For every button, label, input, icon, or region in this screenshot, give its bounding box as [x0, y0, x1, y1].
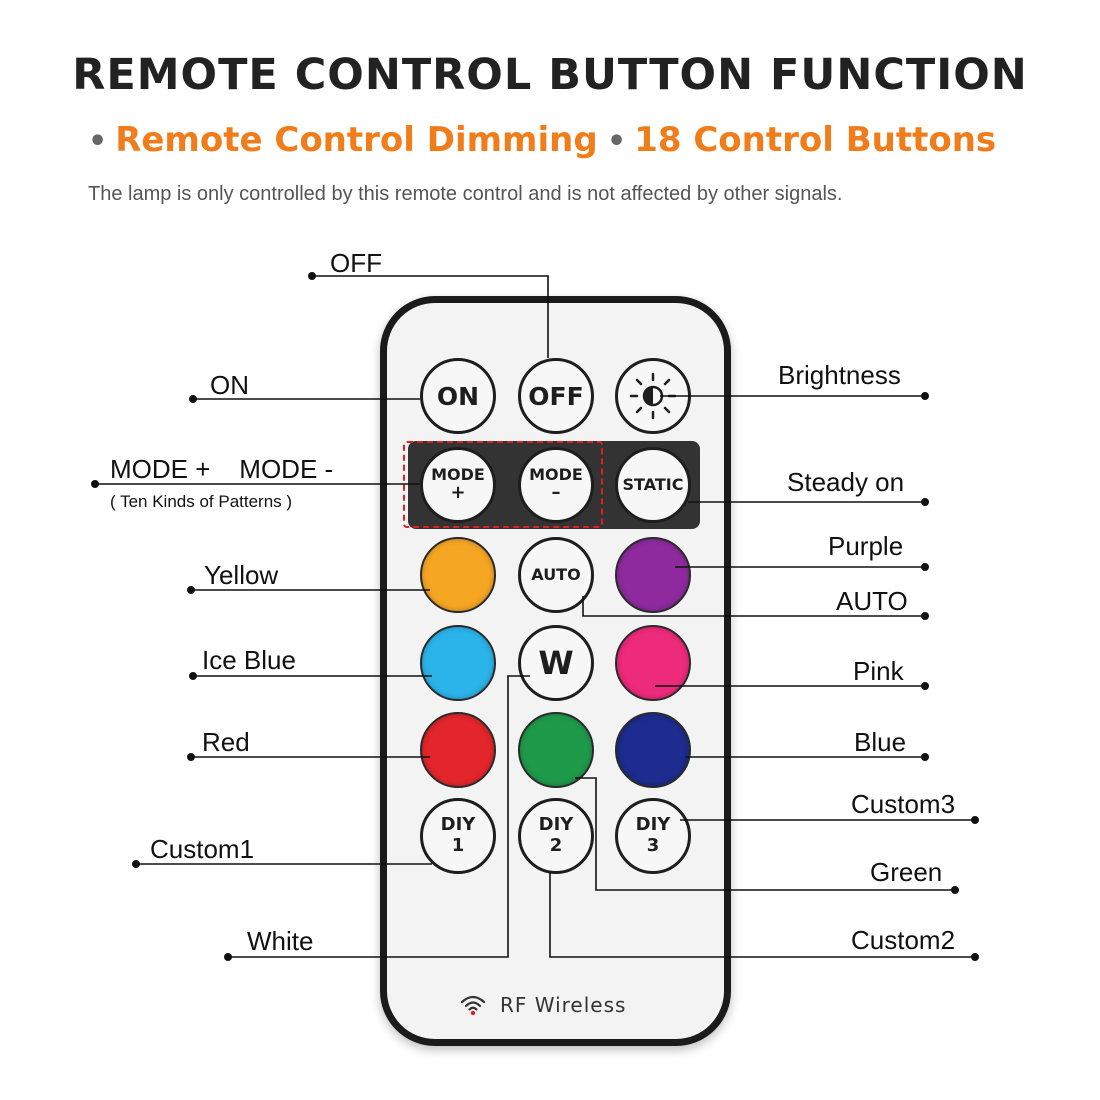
label-custom3: Custom3: [851, 789, 956, 819]
diy2-label: DIY: [538, 814, 574, 836]
feature-control-buttons: •18 Control Buttons: [607, 120, 996, 160]
diy3-button[interactable]: DIY 3: [615, 798, 691, 874]
description: The lamp is only controlled by this remo…: [88, 183, 843, 205]
rf-wireless: RF Wireless: [460, 993, 626, 1017]
wifi-icon: [460, 995, 486, 1016]
dot-custom3: [971, 816, 979, 824]
rf-wireless-label: RF Wireless: [500, 993, 627, 1017]
dot-brightness: [921, 392, 929, 400]
label-mode: MODE + MODE -: [110, 454, 334, 484]
green-button[interactable]: [518, 712, 594, 788]
dot-mode: [91, 480, 99, 488]
label-pink: Pink: [853, 656, 904, 686]
diy3-number: 3: [646, 835, 660, 856]
page-title: REMOTE CONTROL BUTTON FUNCTION: [72, 50, 1028, 100]
red-button[interactable]: [420, 712, 496, 788]
dot-on: [189, 395, 197, 403]
label-yellow: Yellow: [204, 560, 279, 590]
label-green: Green: [870, 857, 943, 887]
bullet-icon: •: [607, 124, 627, 159]
yellow-button[interactable]: [420, 537, 496, 613]
on-button-label: ON: [436, 381, 480, 411]
dot-pink: [921, 682, 929, 690]
diy1-number: 1: [451, 835, 465, 856]
label-ice-blue: Ice Blue: [202, 645, 296, 675]
bullet-icon: •: [88, 124, 108, 159]
dot-off: [308, 272, 316, 280]
label-blue: Blue: [854, 727, 907, 757]
mode-plus-label: MODE: [431, 464, 485, 484]
white-button[interactable]: W: [518, 625, 594, 701]
label-custom2: Custom2: [851, 925, 956, 955]
feature-remote-dimming: •Remote Control Dimming: [88, 120, 598, 160]
white-button-label: W: [538, 644, 574, 682]
dot-auto: [921, 612, 929, 620]
dot-green: [951, 886, 959, 894]
mode-plus-button[interactable]: MODE +: [420, 447, 496, 523]
label-steady-on: Steady on: [787, 467, 905, 497]
ice-blue-button[interactable]: [420, 625, 496, 701]
static-button-label: STATIC: [622, 475, 684, 495]
static-button[interactable]: STATIC: [615, 447, 691, 523]
label-red: Red: [202, 727, 250, 757]
dot-red: [187, 753, 195, 761]
leader-green: [575, 777, 955, 891]
dot-white: [224, 953, 232, 961]
leader-auto: [582, 596, 925, 617]
dot-steady: [921, 498, 929, 506]
dot-custom2: [971, 953, 979, 961]
dot-yellow: [187, 586, 195, 594]
off-button-label: OFF: [528, 381, 584, 411]
mode-plus-sign: +: [450, 482, 466, 504]
blue-button[interactable]: [615, 712, 691, 788]
mode-minus-label: MODE: [529, 464, 583, 484]
diy1-label: DIY: [440, 814, 476, 836]
label-auto: AUTO: [836, 586, 908, 616]
label-white: White: [247, 926, 314, 956]
dot-blue: [921, 753, 929, 761]
diy2-number: 2: [549, 835, 563, 856]
leader-custom2: [549, 872, 975, 958]
label-purple: Purple: [828, 531, 904, 561]
mode-minus-sign: –: [551, 482, 561, 504]
mode-minus-button[interactable]: MODE –: [518, 447, 594, 523]
label-brightness: Brightness: [778, 360, 901, 390]
label-on: ON: [210, 370, 249, 400]
purple-button[interactable]: [615, 537, 691, 613]
feature-label: 18 Control Buttons: [634, 120, 997, 160]
diy3-label: DIY: [635, 814, 671, 836]
off-button[interactable]: OFF: [518, 358, 594, 434]
diy2-button[interactable]: DIY 2: [518, 798, 594, 874]
on-button[interactable]: ON: [420, 358, 496, 434]
label-mode-note: ( Ten Kinds of Patterns ): [110, 492, 293, 511]
dot-ice-blue: [189, 672, 197, 680]
label-custom1: Custom1: [150, 834, 255, 864]
feature-label: Remote Control Dimming: [115, 120, 598, 160]
dot-purple: [921, 563, 929, 571]
leader-white: [228, 675, 530, 958]
label-off: OFF: [330, 248, 382, 278]
auto-button-label: AUTO: [531, 565, 581, 585]
diy1-button[interactable]: DIY 1: [420, 798, 496, 874]
pink-button[interactable]: [615, 625, 691, 701]
dot-custom1: [132, 860, 140, 868]
auto-button[interactable]: AUTO: [518, 537, 594, 613]
leader-off: [312, 275, 549, 358]
